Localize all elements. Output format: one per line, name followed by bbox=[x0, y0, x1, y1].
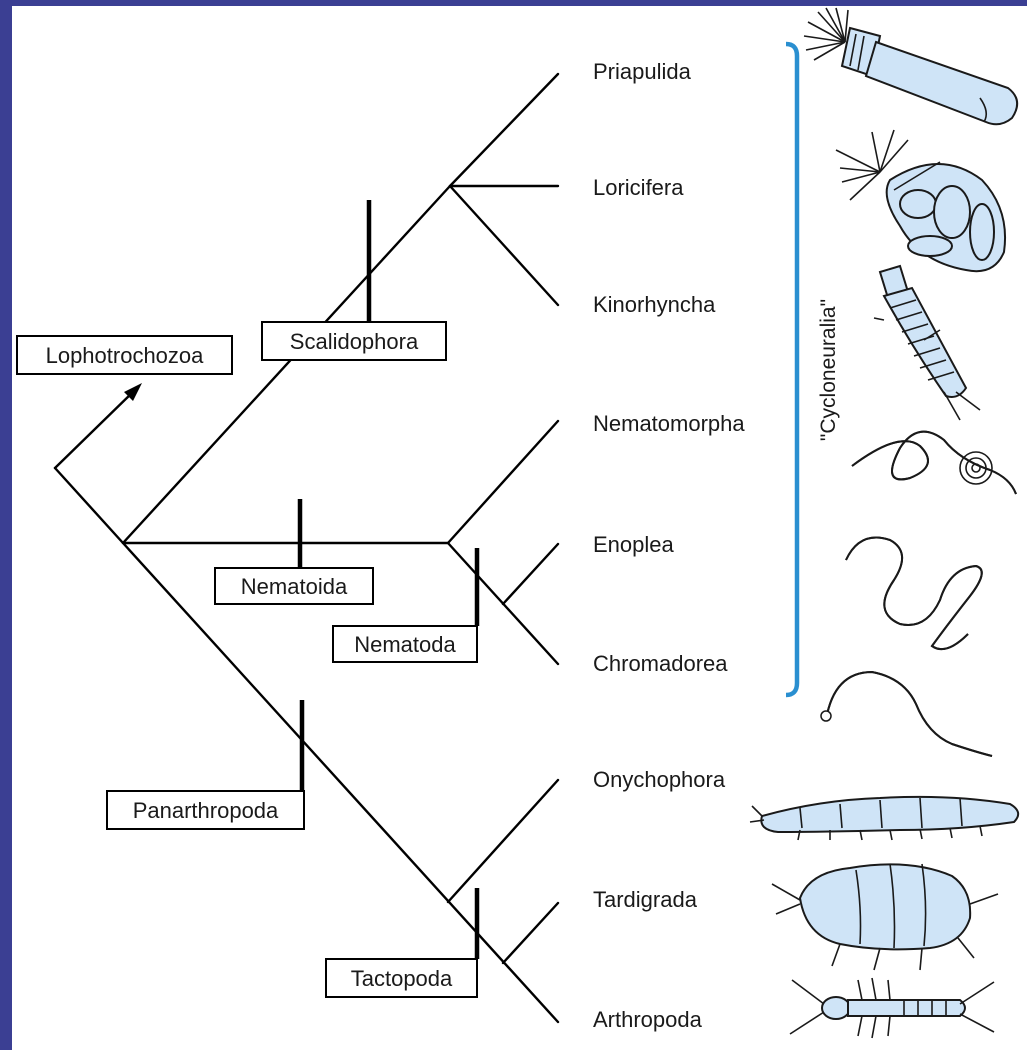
clade-labels: Lophotrochozoa Scalidophora Nematoida Ne… bbox=[17, 322, 477, 997]
tardigrade-icon bbox=[772, 864, 998, 970]
phylogeny-figure: Lophotrochozoa Scalidophora Nematoida Ne… bbox=[12, 6, 1027, 1050]
priapulid-icon bbox=[804, 8, 1017, 124]
arthropod-icon bbox=[790, 978, 994, 1038]
nematoda-label: Nematoda bbox=[354, 632, 456, 657]
tactopoda-label-box: Tactopoda bbox=[326, 959, 477, 997]
loriciferan-icon bbox=[836, 130, 1005, 271]
taxon-loricifera: Loricifera bbox=[593, 175, 684, 200]
tactopoda-label: Tactopoda bbox=[351, 966, 453, 991]
cycloneuralia-bracket: "Cycloneuralia" bbox=[786, 44, 840, 695]
taxon-chromadorea: Chromadorea bbox=[593, 651, 728, 676]
kinorhynch-icon bbox=[874, 266, 980, 420]
branch-onychophora bbox=[448, 780, 558, 902]
phylogenetic-tree: Lophotrochozoa Scalidophora Nematoida Ne… bbox=[12, 6, 1027, 1050]
enoplean-worm-icon bbox=[846, 538, 982, 650]
root-branch bbox=[55, 468, 123, 543]
nematoida-label-box: Nematoida bbox=[215, 568, 373, 604]
cycloneuralia-label: "Cycloneuralia" bbox=[817, 299, 840, 441]
branch-kinorhyncha bbox=[450, 186, 558, 305]
taxon-priapulida: Priapulida bbox=[593, 59, 692, 84]
lophotrochozoa-branch bbox=[55, 391, 134, 468]
branch-enoplea bbox=[503, 544, 558, 604]
panarthropoda-stem bbox=[123, 543, 558, 1022]
nematoda-label-box: Nematoda bbox=[333, 626, 477, 662]
taxon-arthropoda: Arthropoda bbox=[593, 1007, 703, 1032]
taxon-labels: Priapulida Loricifera Kinorhyncha Nemato… bbox=[593, 59, 745, 1032]
taxon-onychophora: Onychophora bbox=[593, 767, 726, 792]
taxon-nematomorpha: Nematomorpha bbox=[593, 411, 745, 436]
taxon-enoplea: Enoplea bbox=[593, 532, 675, 557]
nematoida-label: Nematoida bbox=[241, 574, 348, 599]
chromadorean-worm-icon bbox=[821, 672, 992, 756]
taxon-tardigrada: Tardigrada bbox=[593, 887, 698, 912]
branch-priapulida bbox=[450, 74, 558, 186]
branch-tardigrada bbox=[503, 903, 558, 963]
lophotrochozoa-label-box: Lophotrochozoa bbox=[17, 336, 232, 374]
onychophoran-icon bbox=[750, 797, 1018, 840]
branch-nematomorpha bbox=[448, 421, 558, 543]
lophotrochozoa-label: Lophotrochozoa bbox=[46, 343, 205, 368]
animal-illustrations bbox=[750, 8, 1018, 1038]
nematomorph-icon bbox=[852, 432, 1016, 494]
panarthropoda-label-box: Panarthropoda bbox=[107, 791, 304, 829]
panarthropoda-label: Panarthropoda bbox=[133, 798, 279, 823]
taxon-kinorhyncha: Kinorhyncha bbox=[593, 292, 716, 317]
scalidophora-label-box: Scalidophora bbox=[262, 322, 446, 360]
tree-branches bbox=[55, 74, 558, 1022]
scalidophora-label: Scalidophora bbox=[290, 329, 419, 354]
